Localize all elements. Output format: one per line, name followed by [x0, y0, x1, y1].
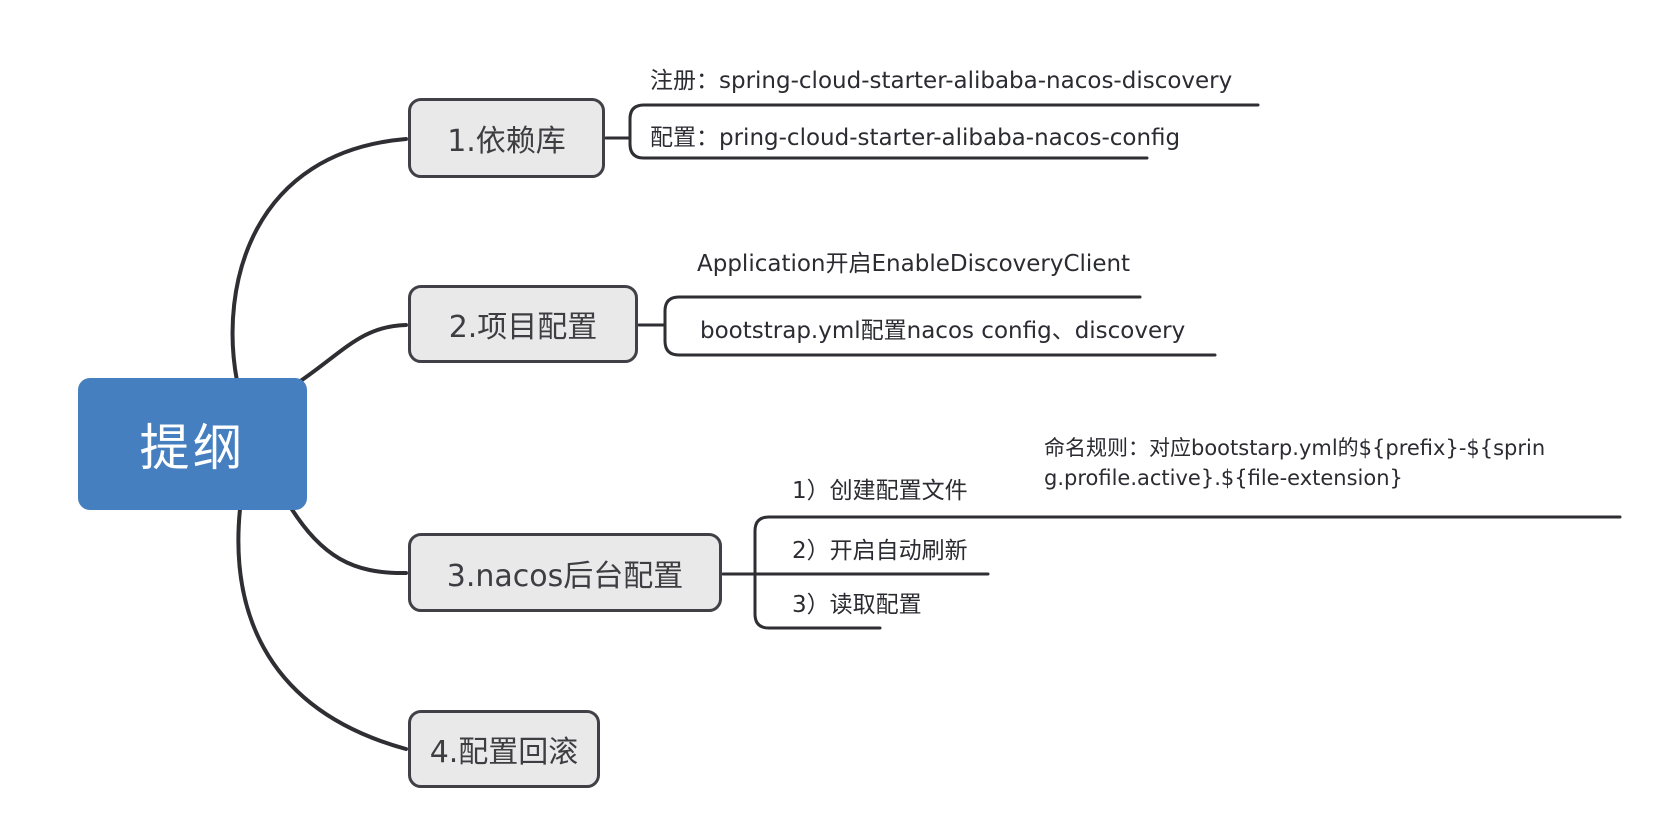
root-node-label: 提纲 [139, 419, 246, 477]
child-node-create-config-file[interactable]: 1）创建配置文件 [792, 478, 968, 504]
child-node-config-dependency[interactable]: 配置：pring-cloud-starter-alibaba-nacos-con… [650, 125, 1181, 151]
branch-node-config-rollback[interactable]: 4.配置回滚 [408, 710, 600, 788]
branch-node-project-config[interactable]: 2.项目配置 [408, 285, 638, 363]
connector-root-branch4 [236, 507, 408, 751]
branch-node-dependencies[interactable]: 1.依赖库 [408, 98, 605, 178]
branch-node-label: 1.依赖库 [447, 124, 566, 159]
child-node-read-config[interactable]: 3）读取配置 [792, 592, 922, 618]
branch-node-label: 3.nacos后台配置 [446, 558, 684, 594]
connector-branch1-children [628, 103, 1260, 160]
child-node-enable-auto-refresh[interactable]: 2）开启自动刷新 [792, 538, 968, 564]
connector-branch2-children [663, 295, 1217, 357]
branch-node-label: 2.项目配置 [448, 310, 598, 345]
child-node-register-dependency[interactable]: 注册：spring-cloud-starter-alibaba-nacos-di… [650, 68, 1233, 94]
branch-node-label: 4.配置回滚 [429, 735, 579, 770]
connector-root-branch2 [297, 323, 408, 384]
child-node-bootstrap-yml[interactable]: bootstrap.yml配置nacos config、discovery [700, 318, 1186, 344]
root-node[interactable]: 提纲 [78, 378, 307, 510]
connector-root-branch3 [289, 506, 408, 576]
branch-node-nacos-backend-config[interactable]: 3.nacos后台配置 [408, 533, 722, 612]
grandchild-node-naming-rule[interactable]: 命名规则：对应bootstarp.yml的${prefix}-${spring.… [1044, 436, 1546, 490]
child-node-application-annotation[interactable]: Application开启EnableDiscoveryClient [697, 251, 1131, 277]
connector-root-branch1 [230, 137, 408, 383]
